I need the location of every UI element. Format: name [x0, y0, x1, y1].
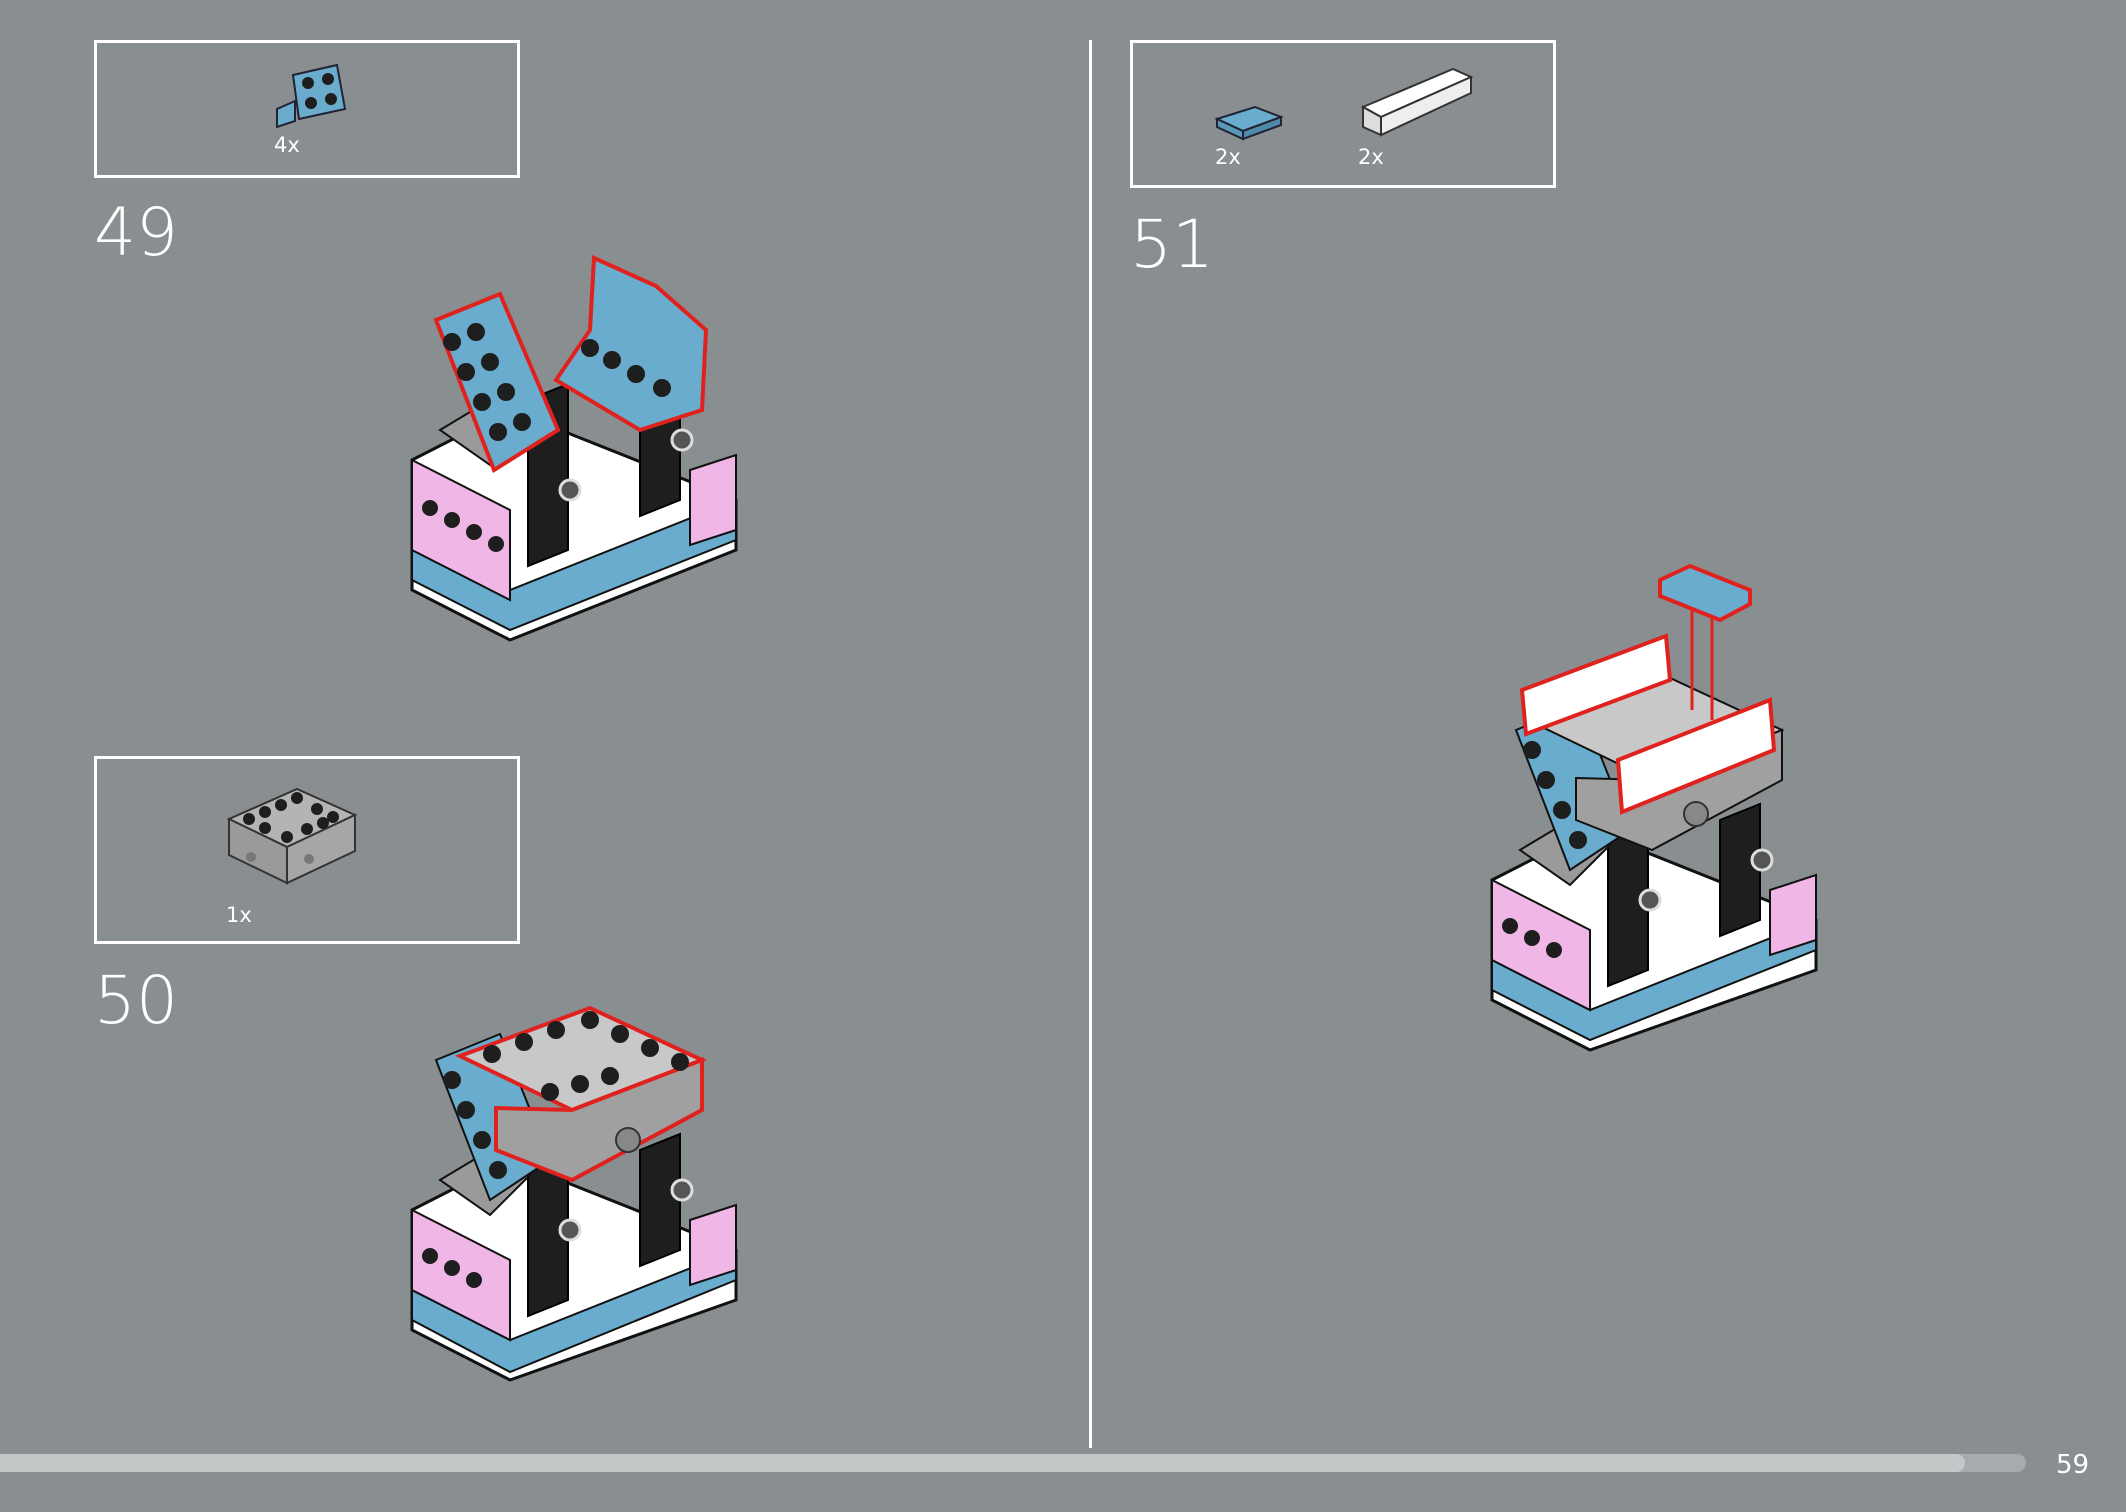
part-quantity: 2x	[1358, 145, 1384, 169]
blue-bracket-plate-icon	[276, 63, 347, 129]
white-panel-icon	[1360, 67, 1474, 137]
page-divider	[1089, 40, 1092, 1448]
parts-box-step-49: 4x	[94, 40, 520, 178]
step-number: 50	[94, 962, 178, 1039]
part-quantity: 4x	[274, 133, 300, 157]
part-quantity: 1x	[226, 903, 252, 927]
parts-box-step-50: 1x	[94, 756, 520, 944]
progress-bar	[0, 1454, 2026, 1472]
model-illustration-step-50	[410, 1005, 738, 1382]
step-number: 49	[94, 194, 178, 271]
model-illustration-step-51	[1490, 563, 1818, 1052]
blue-flat-tile-icon	[1214, 105, 1284, 141]
grey-brick-with-holes-icon	[226, 787, 358, 885]
step-number: 51	[1130, 206, 1214, 283]
progress-fill	[0, 1454, 1966, 1472]
page-number: 59	[2056, 1450, 2090, 1480]
part-quantity: 2x	[1215, 145, 1241, 169]
parts-box-step-51: 2x 2x	[1130, 40, 1556, 188]
model-illustration-step-49	[410, 254, 738, 642]
